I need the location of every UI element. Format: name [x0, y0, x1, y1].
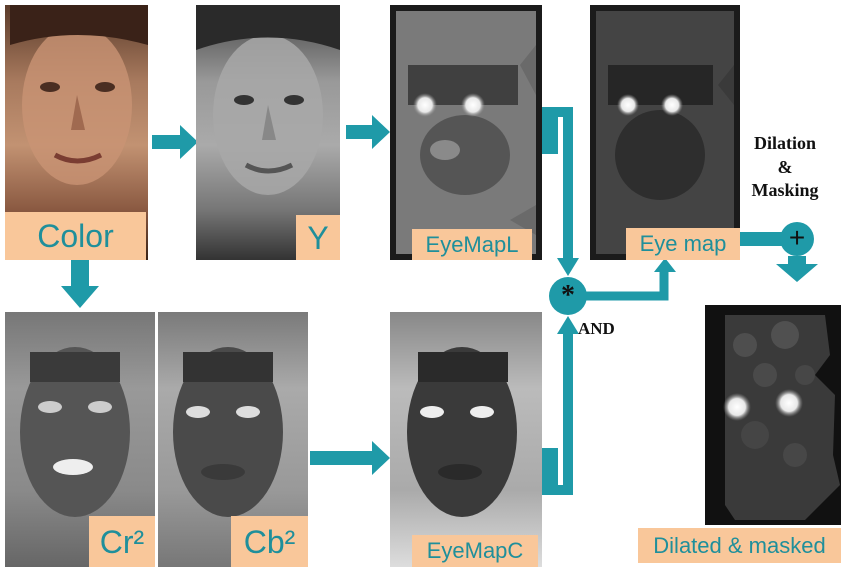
connector-multiply-to-eyemap: [586, 268, 664, 296]
cr2-label: Cr²: [89, 516, 155, 567]
dilated-drawing: [705, 305, 841, 525]
eyemapc-label: EyeMapC: [412, 535, 538, 567]
color-label: Color: [5, 212, 146, 260]
eyemap-drawing: [590, 5, 740, 260]
y-image: Y: [196, 5, 340, 260]
amp-label: &: [738, 157, 832, 178]
eyemap-label: Eye map: [626, 228, 740, 260]
cb2-image: Cb²: [158, 312, 308, 567]
arrow-color-to-y: [152, 125, 198, 159]
masking-label: Masking: [738, 180, 832, 201]
dilated-label: Dilated & masked: [638, 528, 841, 563]
arrow-plus-to-dilated: [776, 256, 818, 282]
dilation-label: Dilation: [738, 133, 832, 154]
eyemap-image: Eye map: [590, 5, 740, 260]
eyemapc-image: EyeMapC: [390, 312, 542, 567]
eyemapl-drawing: [390, 5, 542, 260]
eyemapl-image: EyeMapL: [390, 5, 542, 260]
arrow-cb2-to-eyemapc: [310, 441, 390, 475]
y-label: Y: [296, 215, 340, 260]
and-label: AND: [578, 319, 638, 339]
cr2-image: Cr²: [5, 312, 155, 567]
eyemapl-label: EyeMapL: [412, 229, 532, 260]
plus-symbol: +: [782, 222, 812, 254]
dilated-image: [705, 305, 841, 525]
multiply-symbol: *: [553, 280, 583, 312]
color-image: Color: [5, 5, 148, 260]
arrow-color-to-cr2: [61, 260, 99, 308]
eyemapc-face-drawing: [390, 312, 542, 567]
arrow-y-to-eyemapl: [346, 115, 390, 149]
cb2-label: Cb²: [231, 516, 308, 567]
